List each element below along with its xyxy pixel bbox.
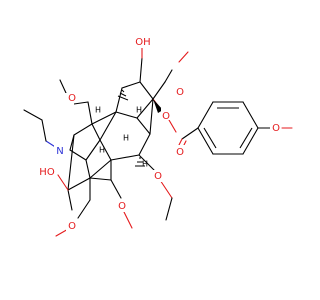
bond: [197, 101, 214, 129]
bond: [159, 179, 173, 199]
bond: [67, 189, 73, 211]
bond: [136, 117, 151, 135]
hydrogen-label: H: [142, 160, 148, 169]
bond: [152, 81, 166, 100]
bond-double: [239, 127, 253, 149]
bond: [110, 179, 122, 199]
bond: [91, 111, 117, 125]
bond: [23, 109, 43, 121]
wedge-bond: [153, 99, 163, 113]
bond: [242, 127, 259, 155]
hydrogen-label: H: [99, 146, 105, 155]
bond: [242, 101, 259, 129]
bond-double: [203, 127, 217, 149]
ethoxy-oxygen-label: O: [154, 171, 162, 182]
nitrogen-label: N: [56, 146, 63, 157]
hashed-bond: [117, 89, 129, 101]
hydroxyl-label: OH: [135, 37, 150, 48]
bond: [168, 119, 177, 133]
bond: [110, 154, 140, 161]
bond: [73, 101, 89, 105]
molecule-structure: OH O O O O O N HO O O O H H H H H: [23, 36, 293, 237]
oxygen-label: O: [118, 201, 126, 212]
bonds: [23, 47, 293, 237]
bond: [67, 134, 75, 191]
bond: [57, 174, 69, 191]
atom-labels: OH O O O O O N HO O O O H H H H H: [36, 36, 280, 232]
hydrogen-label: H: [95, 106, 101, 115]
oxygen-label: O: [68, 93, 76, 104]
bond: [77, 199, 91, 219]
bond: [115, 111, 138, 119]
carbonyl-oxygen-label: O: [176, 147, 184, 158]
bond: [149, 98, 154, 135]
bond: [115, 87, 123, 113]
bond: [181, 127, 199, 140]
hydroxyl-label: HO: [39, 167, 55, 178]
bond: [165, 197, 173, 221]
bond: [89, 159, 112, 179]
bond: [136, 98, 154, 119]
bond: [91, 123, 101, 141]
bond: [85, 139, 101, 161]
oxygen-label: O: [176, 87, 184, 98]
oxygen-label: O: [68, 221, 76, 232]
bond: [89, 177, 112, 181]
bond: [197, 127, 214, 155]
bond: [67, 177, 91, 191]
bond: [99, 139, 112, 161]
bond: [59, 79, 67, 94]
bond: [164, 69, 173, 83]
bond: [41, 119, 47, 142]
bond: [139, 57, 143, 83]
hashed-bond: [135, 157, 145, 167]
hydrogen-label: H: [123, 134, 129, 143]
bond: [121, 81, 141, 89]
ester-oxygen-label: O: [162, 111, 170, 122]
aryl-methoxy-oxygen-label: O: [272, 123, 280, 134]
hydrogen-label: H: [136, 106, 142, 115]
bond: [178, 51, 189, 63]
bond: [73, 123, 93, 136]
bond: [139, 81, 154, 100]
bond: [99, 111, 117, 141]
bond: [123, 211, 133, 229]
bond: [87, 101, 93, 125]
bond: [138, 154, 155, 171]
bond: [138, 133, 151, 156]
bond: [85, 159, 91, 179]
